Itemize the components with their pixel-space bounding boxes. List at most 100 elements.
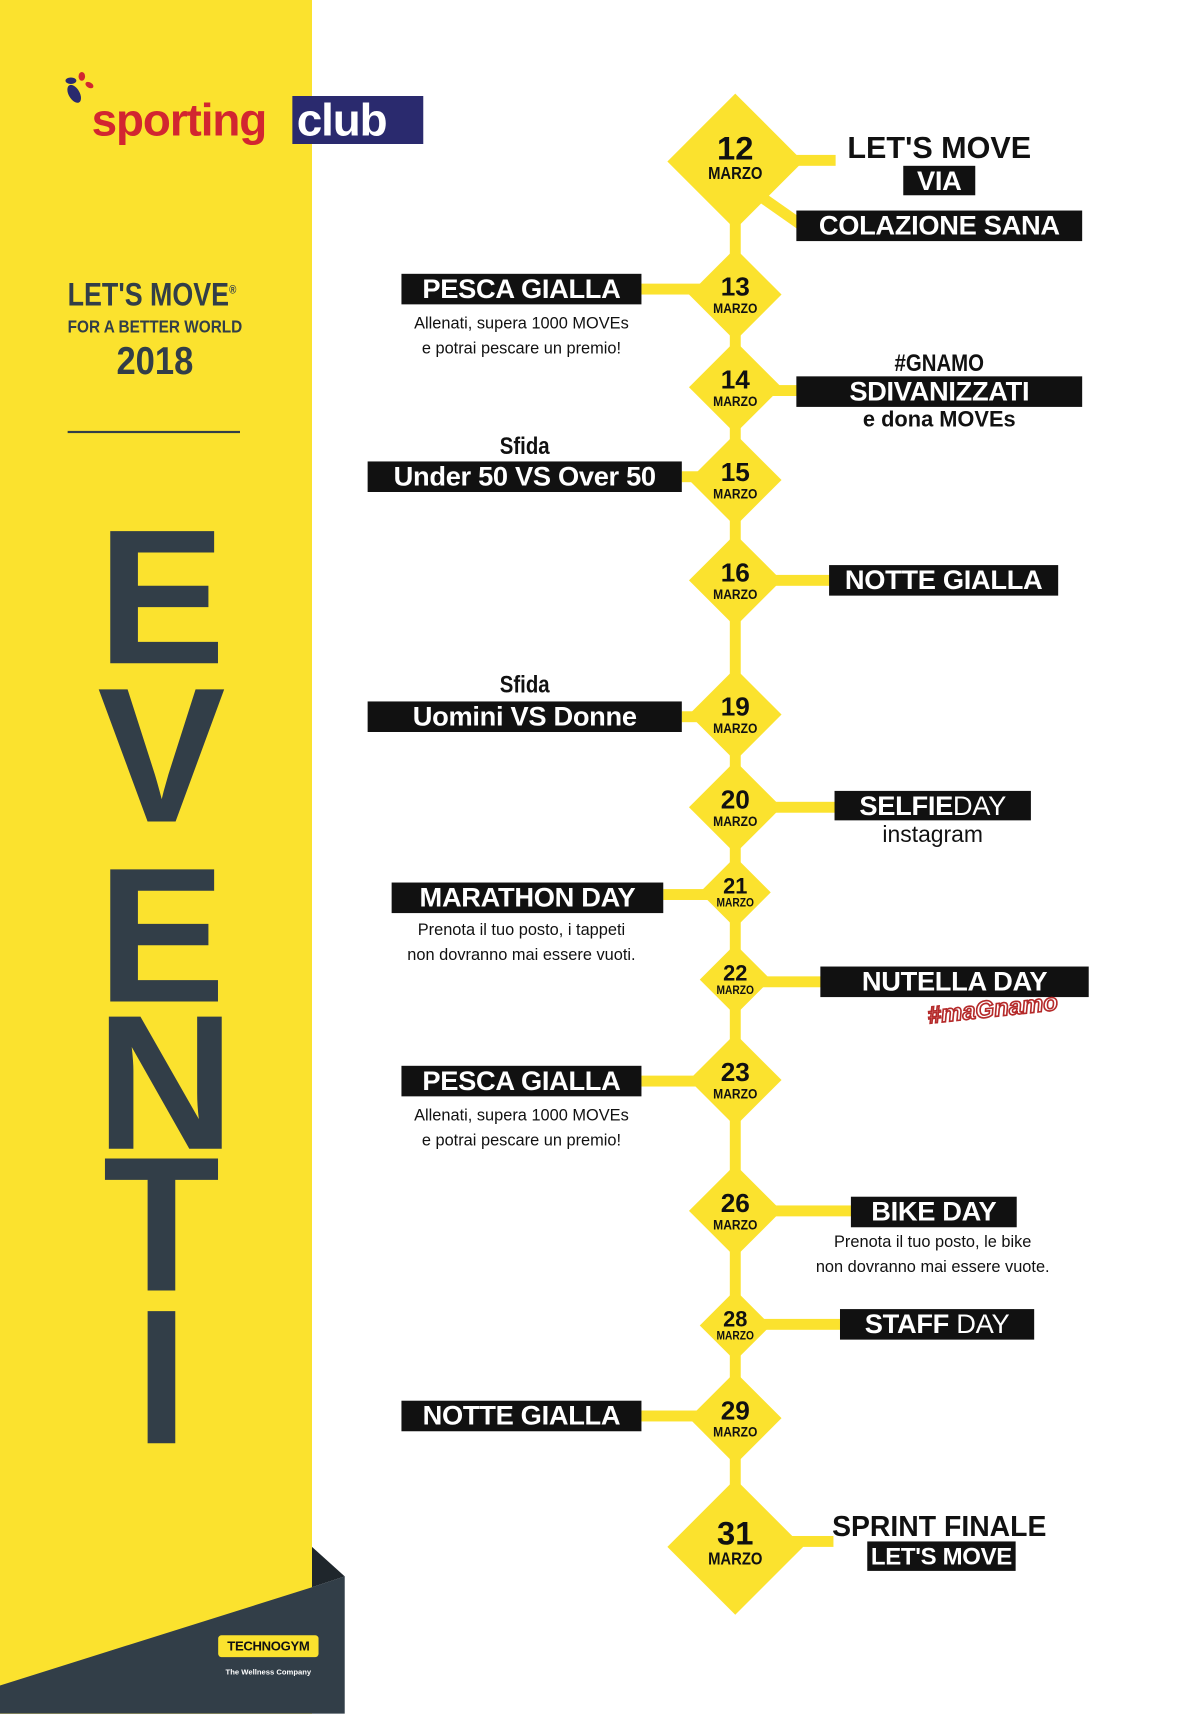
connector [735, 1318, 843, 1330]
day: 29 [720, 1396, 750, 1426]
title-letter: V [97, 649, 226, 863]
note-line: Prenota il tuo posto, le bike [834, 1232, 1032, 1252]
event-label: NOTTE GIALLA [829, 565, 1059, 596]
month: MARZO [716, 896, 754, 910]
note-line: e potrai pescare un premio! [421, 1131, 622, 1150]
logo-club: club [296, 93, 388, 146]
event-heading: Sfida [499, 431, 550, 460]
event-label: VIA [903, 165, 976, 196]
note-line: non dovranno mai essere vuoti. [407, 945, 636, 965]
title-letter: E [97, 490, 226, 705]
day: 15 [720, 458, 750, 488]
event-sub: instagram [882, 822, 984, 848]
event-heading: SPRINT FINALE [832, 1509, 1047, 1543]
month: MARZO [713, 1423, 758, 1440]
event-sub: e dona MOVEs [862, 407, 1016, 432]
note-line: Prenota il tuo posto, i tappeti [417, 920, 626, 940]
day: 12 [717, 130, 754, 167]
event-label: COLAZIONE SANA [796, 210, 1083, 242]
footer-corner [0, 1546, 345, 1714]
event-label: Under 50 VS Over 50 [367, 461, 682, 492]
connector [663, 889, 736, 900]
registered-mark: ® [229, 283, 237, 297]
club-box [292, 95, 424, 144]
connector [641, 1410, 736, 1422]
event-note: Allenati, supera 1000 MOVEs e potrai pesc… [360, 311, 683, 361]
day: 26 [720, 1189, 750, 1219]
connector [735, 976, 823, 988]
event-heading: #GNAMO [894, 349, 985, 377]
event-label: STAFF DAY [839, 1309, 1035, 1340]
campaign-year: 2018 [116, 338, 194, 383]
day: 16 [720, 558, 750, 588]
yellow-side-panel [0, 0, 312, 1714]
day: 28 [723, 1307, 748, 1332]
event-label: LET'S MOVE [867, 1541, 1016, 1571]
month: MARZO [713, 1085, 758, 1102]
event-label: PESCA GIALLA [401, 273, 642, 305]
event-label: Uomini VS Donne [367, 701, 682, 732]
technogym-text: TECHNOGYM [227, 1638, 310, 1654]
event-note: Prenota il tuo posto, le bike non dovrann… [771, 1229, 1094, 1279]
note-line: Allenati, supera 1000 MOVEs [414, 314, 629, 333]
technogym-logo: TECHNOGYM [218, 1635, 319, 1658]
day: 22 [723, 962, 748, 987]
label-regular: DAY [952, 790, 1007, 822]
event-label: SELFIEDAY [834, 790, 1031, 822]
label-regular: DAY [956, 1309, 1010, 1340]
note-line: e potrai pescare un premio! [421, 339, 622, 358]
day: 14 [720, 365, 750, 395]
title-letter: I [134, 1270, 189, 1485]
day: 13 [720, 272, 750, 303]
event-label: NUTELLA DAY [820, 966, 1089, 998]
title-letter: E [97, 829, 226, 1043]
sporting-club-logo: sporting club [65, 71, 425, 148]
day: 21 [723, 874, 748, 899]
month: MARZO [716, 983, 754, 998]
campaign-title: LET'S MOVE® [68, 277, 237, 314]
campaign-subtitle: FOR A BETTER WORLD [67, 318, 243, 338]
label-bold: STAFF [864, 1309, 950, 1340]
day: 23 [720, 1058, 750, 1088]
logo-sporting: sporting [91, 93, 268, 146]
month: MARZO [713, 719, 758, 737]
footer-tagline: The Wellness Company [225, 1669, 312, 1677]
note-line: non dovranno mai essere vuote. [815, 1257, 1050, 1277]
connector [735, 801, 836, 813]
connector [735, 574, 832, 586]
month: MARZO [708, 164, 763, 184]
month: MARZO [713, 812, 758, 830]
event-label: PESCA GIALLA [401, 1065, 642, 1097]
month: MARZO [713, 1216, 758, 1233]
month: MARZO [716, 1329, 754, 1343]
divider [67, 430, 240, 434]
note-line: Allenati, supera 1000 MOVEs [414, 1106, 629, 1125]
month: MARZO [713, 485, 758, 502]
month: MARZO [708, 1550, 763, 1569]
title-letter: T [102, 1118, 221, 1332]
month: MARZO [713, 585, 758, 603]
connector [735, 1205, 854, 1217]
month: MARZO [713, 299, 758, 317]
event-label: SDIVANIZZATI [796, 376, 1083, 407]
event-label: BIKE DAY [850, 1196, 1017, 1228]
day: 31 [717, 1516, 754, 1553]
title-letter: N [95, 976, 235, 1191]
month: MARZO [713, 392, 758, 410]
label-bold: SELFIE [859, 790, 953, 822]
splash-icon [65, 71, 94, 103]
